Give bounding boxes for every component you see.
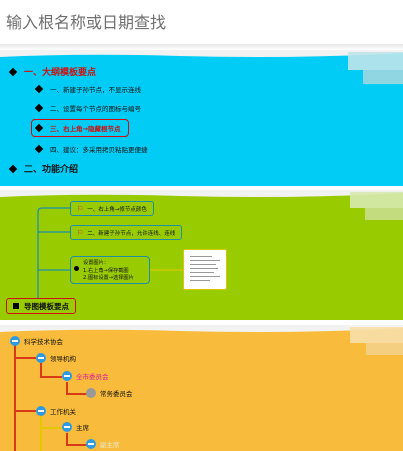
outline-item-1: 一、新建子孙节点，不显示连线	[34, 84, 141, 94]
tree-line	[66, 393, 88, 395]
tree-node-5: 主席	[62, 422, 89, 432]
mindmap-connectors	[37, 207, 183, 298]
item-text: 三、右上角→隐藏根节点	[50, 125, 121, 133]
node-text: 常务委员会	[100, 390, 133, 398]
branch-line: 2.图标设置→选择图片	[83, 275, 134, 281]
outline-item-3-highlighted: 三、右上角→隐藏根节点	[31, 119, 130, 137]
diamond-bullet-icon	[8, 67, 18, 76]
mindmap-branch-3: 设置图片： 1.右上角→保存截图 2.图标设置→选择图片	[70, 256, 150, 284]
flag-icon: ⚐	[77, 228, 84, 237]
collapse-icon	[36, 353, 46, 363]
item-text: 二、设置每个节点的图标与编号	[50, 105, 141, 113]
heading-text: 二、功能介绍	[24, 165, 79, 175]
card-top-curve	[0, 190, 403, 197]
tree-line	[14, 357, 36, 359]
image-thumbnail	[183, 249, 227, 290]
tree-line	[40, 427, 62, 429]
branch-line: 1.右上角→保存截图	[83, 267, 129, 274]
tree-line	[40, 363, 42, 377]
branch-text: 一、右上角→修节点颜色	[87, 206, 147, 213]
diamond-bullet-icon	[34, 144, 44, 154]
collapse-icon	[10, 336, 20, 346]
bullet-icon	[74, 266, 79, 271]
tree-node-2: 全市委员会	[62, 371, 109, 381]
square-bullet-icon	[13, 303, 19, 309]
mindmap-root-node: 导图模板要点	[6, 298, 76, 314]
tree-line	[14, 410, 36, 412]
tree-node-1: 领导机构	[36, 353, 76, 363]
thumbnail-blur	[365, 208, 403, 220]
diamond-bullet-icon	[8, 164, 18, 173]
collapse-icon	[36, 406, 46, 416]
tree-line	[40, 416, 42, 451]
node-text: 主席	[76, 424, 89, 432]
outline-item-2: 二、设置每个节点的图标与编号	[34, 103, 141, 113]
node-text: 副主席	[100, 441, 120, 449]
tree-node-6: 副主席	[86, 439, 120, 449]
tree-line	[66, 433, 68, 445]
root-text: 导图模板要点	[24, 301, 69, 311]
outline-item-4: 四、建议：多采用拷贝粘贴更便捷	[34, 144, 148, 154]
tree-node-root: 科学技术协会	[10, 336, 63, 346]
thumbnail-blur	[366, 343, 403, 355]
template-card-outline[interactable]: 一、大纲模板要点 一、新建子孙节点，不显示连线 二、设置每个节点的图标与编号 三…	[0, 50, 403, 186]
mindmap-branch-2: ⚐ 二、新建子孙节点，允许连线、连线	[70, 225, 183, 240]
thumbnail-blur	[350, 192, 403, 208]
heading-text: 一、大纲模板要点	[24, 68, 97, 78]
node-text: 科学技术协会	[24, 338, 63, 346]
node-text: 工作机关	[50, 408, 76, 416]
search-input[interactable]	[0, 0, 403, 44]
thumbnail-blur	[363, 70, 403, 84]
tree-line	[66, 444, 88, 446]
tree-line	[66, 382, 68, 394]
search-bar	[0, 0, 403, 44]
tree-node-3: 常务委员会	[86, 388, 133, 398]
collapse-icon	[62, 371, 72, 381]
mindmap-branch-1: ⚐ 一、右上角→修节点颜色	[70, 201, 154, 216]
thumbnail-blur	[348, 52, 403, 70]
diamond-bullet-icon	[34, 123, 44, 133]
item-text: 四、建议：多采用拷贝粘贴更便捷	[50, 146, 148, 154]
flag-icon: ⚐	[77, 204, 84, 213]
tree-node-4: 工作机关	[36, 406, 76, 416]
diamond-bullet-icon	[34, 103, 44, 113]
card-top-curve	[0, 50, 403, 57]
branch-text: 二、新建子孙节点，允许连线、连线	[87, 230, 176, 237]
item-text: 一、新建子孙节点，不显示连线	[50, 86, 141, 94]
collapse-icon	[62, 422, 72, 432]
outline-heading-2: 二、功能介绍	[8, 162, 79, 175]
tree-line	[40, 376, 62, 378]
search-bar-shadow	[0, 44, 403, 50]
outline-heading-1: 一、大纲模板要点	[8, 65, 97, 78]
branch-title: 设置图片：	[83, 260, 109, 266]
collapse-icon	[86, 439, 96, 449]
node-text: 领导机构	[50, 355, 76, 363]
tree-line	[14, 345, 16, 451]
diamond-bullet-icon	[34, 84, 44, 94]
thumbnail-blur	[350, 327, 403, 343]
card-top-curve	[0, 325, 403, 332]
node-text: 全市委员会	[76, 373, 109, 381]
leaf-node-icon	[86, 388, 96, 398]
